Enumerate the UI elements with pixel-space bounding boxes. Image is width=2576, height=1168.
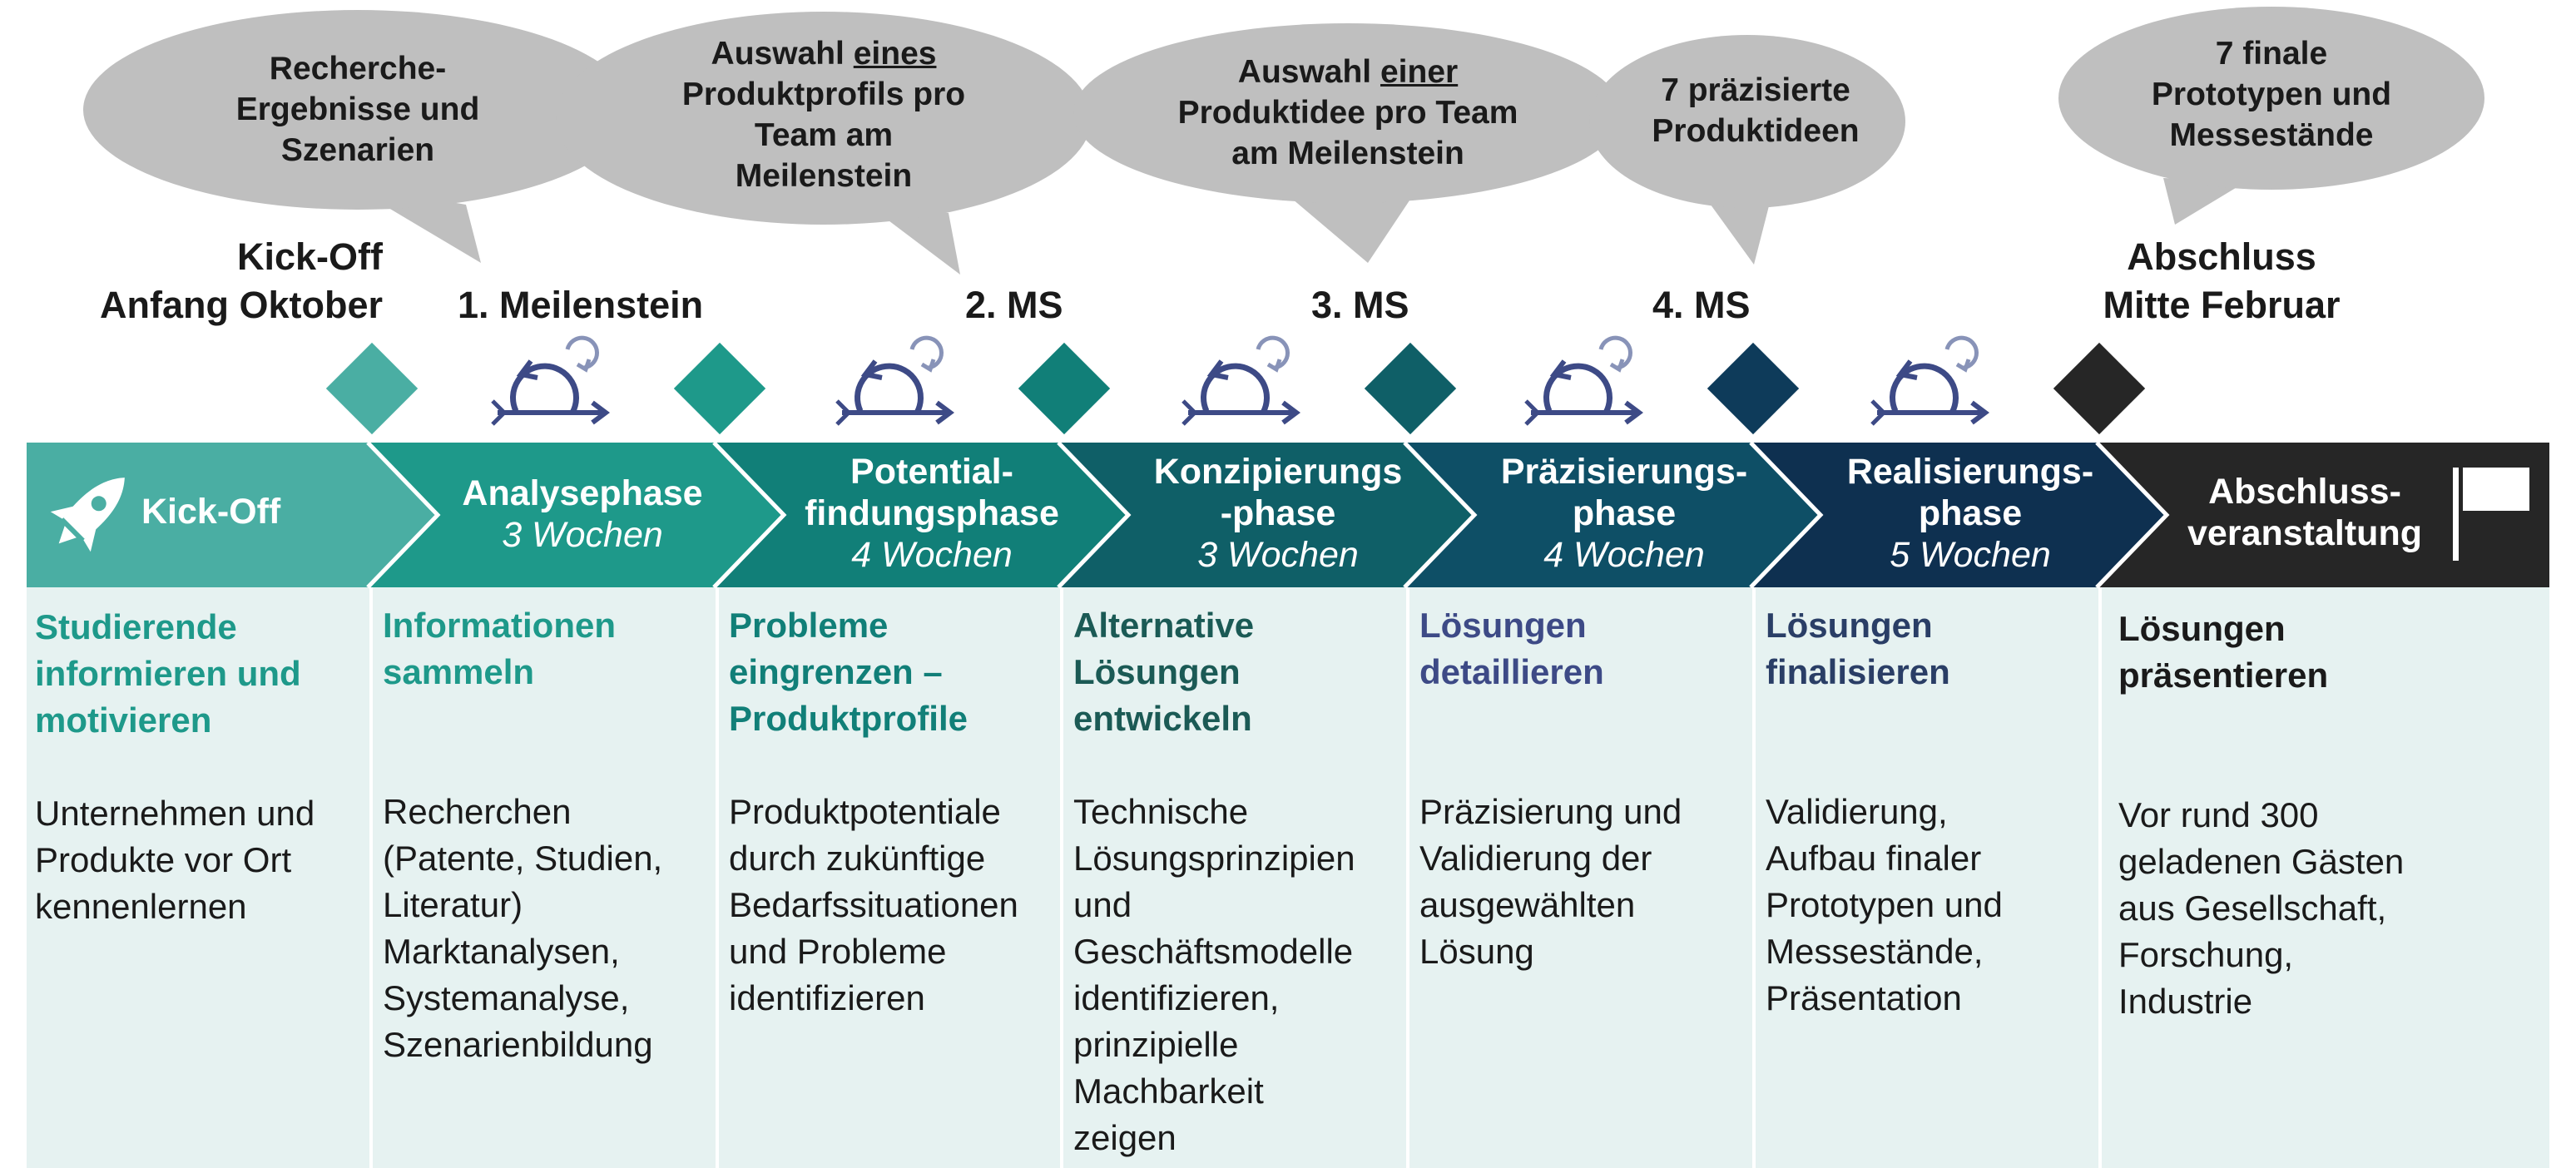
task-heading-potential: Probleme eingrenzen – Produktprofile — [729, 606, 968, 738]
phase-description-konzipierung: Technische Lösungsprinzipien und Geschäf… — [1073, 792, 1355, 1157]
phase-title-realisierung: Realisierungs- phase 5 Wochen — [1804, 451, 2137, 576]
milestone-diamond-kickoff — [325, 342, 419, 435]
speech-bubble-4 — [1589, 35, 1905, 265]
sprint-icon-1 — [493, 338, 606, 424]
milestone-label-kickoff: Kick-Off Anfang Oktober — [99, 235, 383, 326]
speech-bubble-2 — [556, 12, 1092, 275]
milestone-diamond-4 — [1707, 342, 1800, 435]
task-heading-praezisierung: Lösungen detaillieren — [1419, 606, 1604, 691]
milestone-label-2: 2. MS — [965, 284, 1063, 326]
header-band-end — [2097, 443, 2549, 587]
phase-title-potential: Potential- findungsphase 4 Wochen — [765, 451, 1098, 576]
milestone-label-3: 3. MS — [1311, 284, 1409, 326]
milestone-label-end: Abschluss Mitte Februar — [2103, 235, 2341, 326]
phase-description-realisierung: Validierung, Aufbau finaler Prototypen u… — [1766, 792, 2003, 1017]
milestone-diamond-3 — [1364, 342, 1457, 435]
rocket-icon — [50, 478, 125, 552]
milestone-diamond-1 — [673, 342, 766, 435]
phase-title-praezisierung: Präzisierungs- phase 4 Wochen — [1458, 451, 1791, 576]
bubble-text-4: 7 präzisierte Produktideen — [1652, 72, 1860, 149]
bubble-text-5: 7 finale Prototypen und Messestände — [2151, 36, 2392, 153]
milestone-label-4: 4. MS — [1652, 284, 1751, 326]
bubble-text-1: Recherche- Ergebnisse und Szenarien — [235, 51, 480, 168]
phase-duration-realisierung: 5 Wochen — [1890, 535, 2051, 575]
flag-icon — [2453, 468, 2529, 561]
speech-bubble-5 — [2058, 7, 2484, 225]
sprint-icon-2 — [837, 338, 950, 424]
phase-description-kickoff: Unternehmen und Produkte vor Ort kennenl… — [35, 794, 315, 926]
task-heading-realisierung: Lösungen finalisieren — [1766, 606, 1950, 691]
phase-title-analyse: Analysephase 3 Wochen — [416, 473, 749, 556]
phase-body-background — [27, 587, 2549, 1168]
phase-title-kickoff: Kick-Off — [141, 492, 281, 532]
chevron-praezisierung — [1404, 443, 1821, 587]
phase-description-analyse: Recherchen (Patente, Studien, Literatur)… — [383, 792, 663, 1064]
phase-description-abschluss: Vor rund 300 geladenen Gästen aus Gesell… — [2118, 795, 2405, 1021]
bubble-text-3: Auswahl einer Produktidee pro Team am Me… — [1177, 54, 1518, 171]
milestone-diamond-2 — [1018, 342, 1111, 435]
phase-duration-analyse: 3 Wochen — [502, 515, 663, 555]
milestone-label-1: 1. Meilenstein — [458, 284, 704, 326]
phase-duration-konzipierung: 3 Wochen — [1197, 535, 1359, 575]
phase-duration-praezisierung: 4 Wochen — [1543, 535, 1705, 575]
phase-description-potential: Produktpotentiale durch zukünftige Bedar… — [729, 792, 1018, 1017]
chevron-analyse — [368, 443, 784, 587]
chevron-realisierung — [1751, 443, 2167, 587]
phase-title-abschluss: Abschluss- veranstaltung — [2187, 472, 2422, 553]
phase-duration-potential: 4 Wochen — [851, 535, 1013, 575]
sprint-icon-5 — [1872, 338, 1985, 424]
task-heading-kickoff: Studierende informieren und motivieren — [35, 607, 301, 740]
speech-bubble-1 — [83, 10, 632, 263]
task-heading-abschluss: Lösungen präsentieren — [2118, 609, 2329, 695]
task-heading-analyse: Informationen sammeln — [383, 606, 616, 691]
bubble-text-2: Auswahl eines Produktprofils pro Team am… — [681, 36, 966, 194]
phase-description-praezisierung: Präzisierung und Validierung der ausgewä… — [1419, 792, 1682, 971]
speech-bubble-3 — [1073, 23, 1622, 263]
chevron-konzipierung — [1058, 443, 1474, 587]
task-heading-konzipierung: Alternative Lösungen entwickeln — [1073, 606, 1255, 738]
chevron-kickoff — [27, 443, 438, 587]
chevron-potential — [714, 443, 1128, 587]
sprint-icon-4 — [1526, 338, 1639, 424]
sprint-icon-3 — [1183, 338, 1296, 424]
phase-title-konzipierung: Konzipierungs -phase 3 Wochen — [1112, 451, 1444, 576]
milestone-diamond-end — [2053, 342, 2146, 435]
